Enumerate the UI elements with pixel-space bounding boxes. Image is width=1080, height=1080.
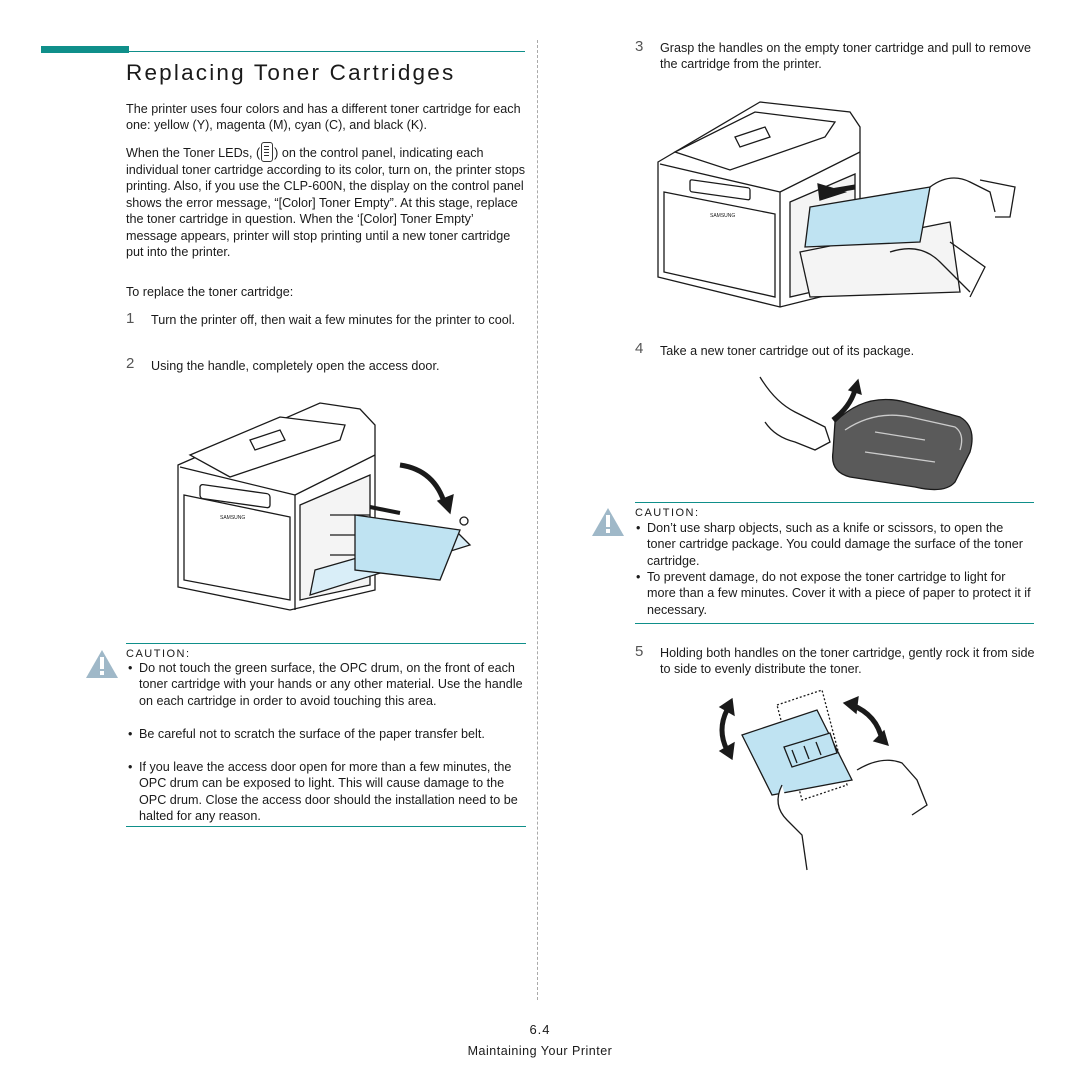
caution-left-rule bbox=[126, 643, 526, 644]
caution-left-item-2: •Be careful not to scratch the surface o… bbox=[128, 727, 485, 741]
caution-right-item-2: •To prevent damage, do not expose the to… bbox=[636, 570, 1031, 617]
caution-right-rule bbox=[635, 502, 1034, 503]
caution-left-item-2-text: Be careful not to scratch the surface of… bbox=[139, 727, 485, 741]
header-rule bbox=[41, 51, 525, 52]
step-1-number: 1 bbox=[126, 310, 135, 327]
intro-paragraph-2: When the Toner LEDs, () on the control p… bbox=[126, 142, 526, 260]
caution-right-bottom-rule bbox=[635, 623, 1034, 624]
toner-package-illustration bbox=[759, 376, 973, 491]
step-2-text: Using the handle, completely open the ac… bbox=[151, 359, 440, 373]
step-5-text: Holding both handles on the toner cartri… bbox=[660, 646, 1035, 677]
step-5-number: 5 bbox=[635, 643, 644, 660]
printer-brand-label-1: SAMSUNG bbox=[220, 515, 245, 521]
caution-right-icon bbox=[592, 508, 624, 536]
step-4-number: 4 bbox=[635, 340, 644, 357]
caution-left-item-3-text: If you leave the access door open for mo… bbox=[139, 760, 518, 824]
page-number: 6.4 bbox=[529, 1022, 551, 1037]
caution-left-item-3: •If you leave the access door open for m… bbox=[128, 760, 518, 824]
intro-paragraph-3: To replace the toner cartridge: bbox=[126, 285, 294, 299]
page-title: Replacing Toner Cartridges bbox=[126, 60, 456, 85]
intro-paragraph-1: The printer uses four colors and has a d… bbox=[126, 102, 521, 133]
caution-right-item-1-text: Don’t use sharp objects, such as a knife… bbox=[647, 521, 1023, 568]
step-3-text: Grasp the handles on the empty toner car… bbox=[660, 41, 1032, 72]
remove-cartridge-illustration: SAMSUNG bbox=[657, 101, 1016, 308]
intro-paragraph-2-end: ) on the control panel, indicating each … bbox=[126, 146, 526, 260]
caution-left-item-1-text: Do not touch the green surface, the OPC … bbox=[139, 661, 523, 708]
caution-right-item-1: •Don’t use sharp objects, such as a knif… bbox=[636, 521, 1023, 568]
step-4-text: Take a new toner cartridge out of its pa… bbox=[660, 344, 915, 358]
caution-left-bottom-rule bbox=[126, 826, 526, 827]
caution-left-icon bbox=[86, 650, 118, 678]
printer-open-door-illustration: SAMSUNG bbox=[177, 402, 472, 611]
column-divider bbox=[537, 40, 538, 1000]
toner-led-icon bbox=[261, 142, 274, 162]
caution-left-item-1: •Do not touch the green surface, the OPC… bbox=[128, 661, 523, 708]
step-3-number: 3 bbox=[635, 38, 644, 55]
caution-right-item-2-text: To prevent damage, do not expose the ton… bbox=[647, 570, 1031, 617]
caution-right-label: CAUTION: bbox=[635, 507, 700, 519]
printer-brand-label-2: SAMSUNG bbox=[710, 213, 735, 219]
caution-left-label: CAUTION: bbox=[126, 648, 191, 660]
rock-cartridge-illustration bbox=[718, 689, 928, 871]
step-2-number: 2 bbox=[126, 355, 135, 372]
header-accent-bar bbox=[41, 46, 129, 53]
step-1-text: Turn the printer off, then wait a few mi… bbox=[151, 313, 516, 327]
intro-paragraph-2-start: When the Toner LEDs, ( bbox=[126, 146, 261, 160]
footer-section-title: Maintaining Your Printer bbox=[467, 1044, 613, 1058]
